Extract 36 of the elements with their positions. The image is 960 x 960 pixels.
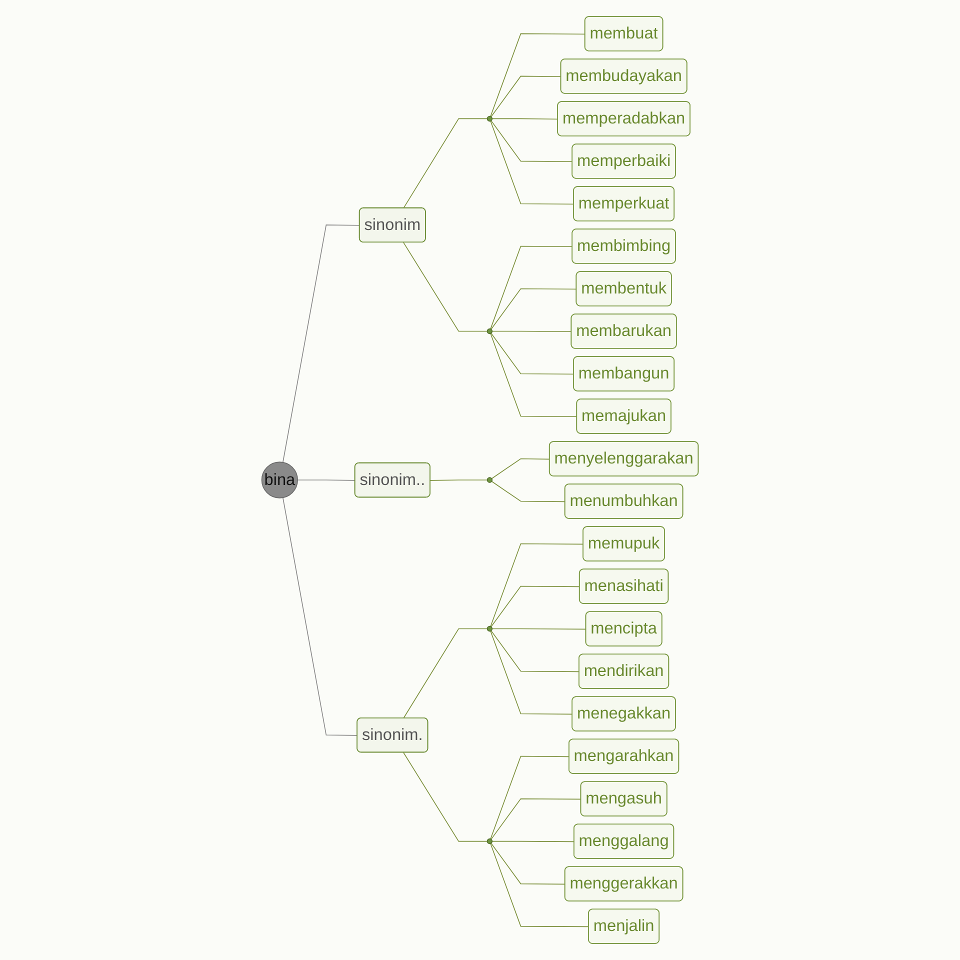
node-circle (486, 838, 493, 844)
connector (492, 840, 575, 842)
connector (490, 756, 570, 840)
connector (490, 120, 573, 162)
node-circle (486, 477, 493, 483)
connector (490, 246, 573, 330)
connector (491, 480, 566, 502)
connector (492, 330, 572, 332)
connector (403, 118, 488, 209)
connector (492, 118, 558, 120)
connector (403, 628, 488, 719)
connector (403, 242, 488, 332)
connector (492, 628, 587, 630)
connector (490, 288, 577, 330)
connector (490, 120, 574, 205)
connector (282, 497, 358, 736)
connector (490, 843, 590, 928)
connector (490, 630, 580, 672)
connector (282, 224, 360, 463)
connector (490, 842, 566, 885)
connector (490, 586, 580, 628)
node-circle (486, 116, 493, 122)
node-circle (486, 626, 493, 632)
connector (490, 76, 562, 118)
connector (490, 332, 574, 375)
connector (297, 480, 356, 481)
connector (491, 458, 550, 480)
node-circle: bina (261, 462, 298, 498)
connector (490, 333, 578, 418)
connector (430, 480, 488, 481)
node-circle (486, 328, 493, 334)
connector (490, 33, 586, 117)
connector (490, 798, 582, 840)
connector (490, 630, 573, 715)
connector (490, 543, 584, 627)
connector (403, 752, 488, 842)
